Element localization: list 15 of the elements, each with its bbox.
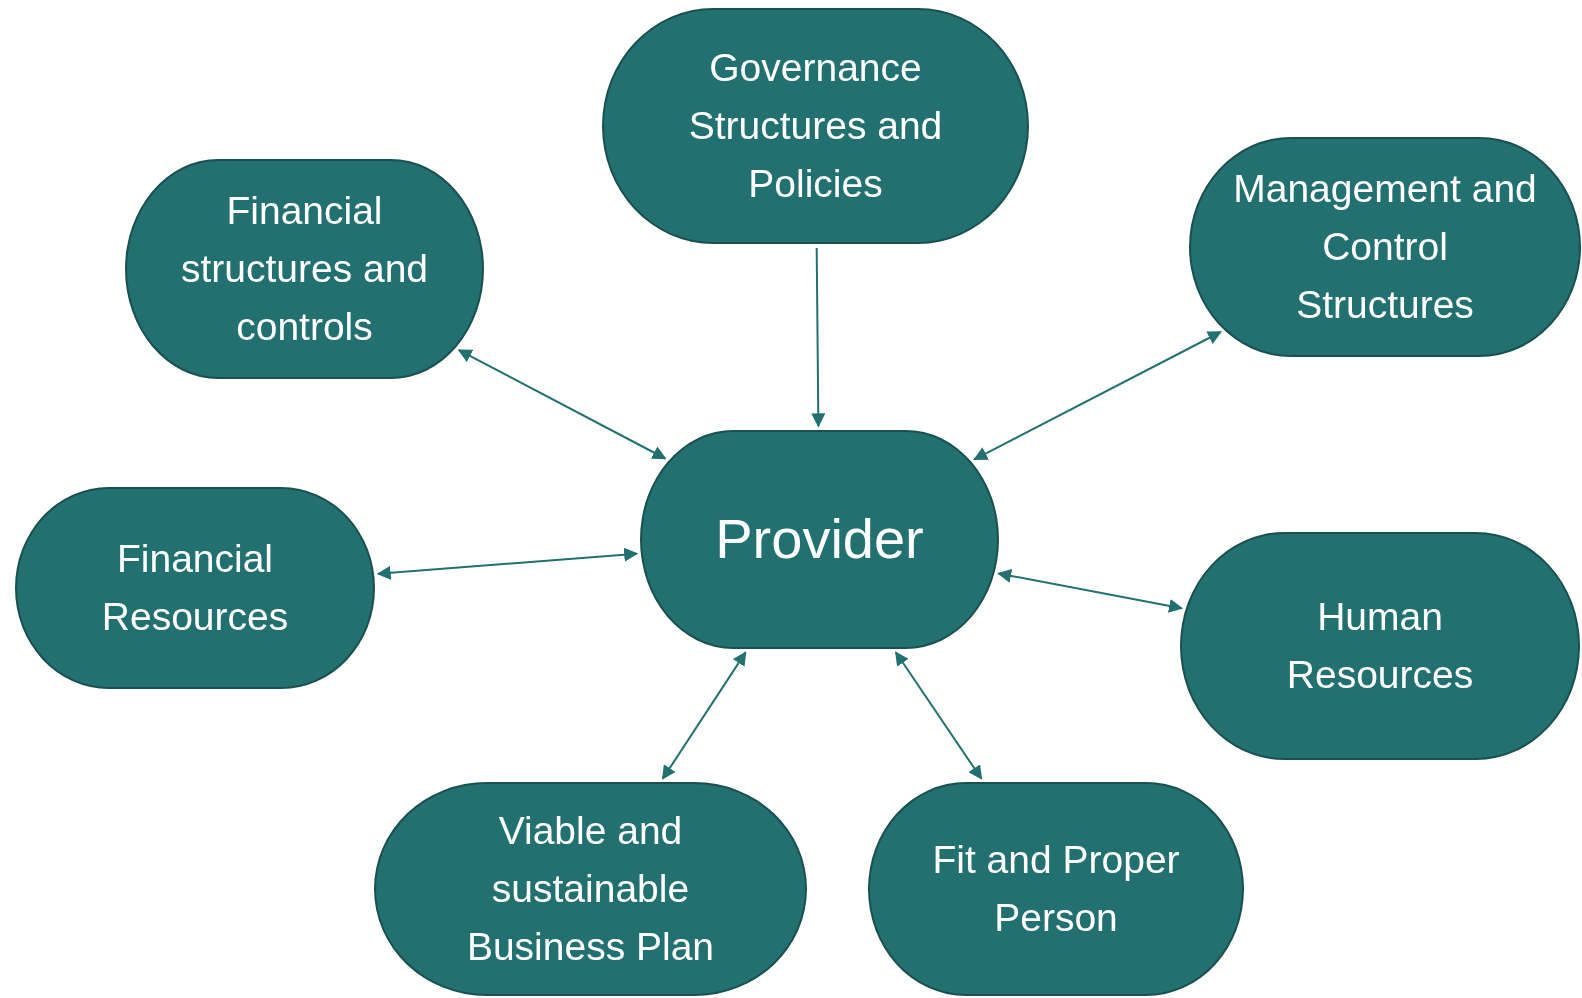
arrow: [376, 547, 639, 580]
arrow: [894, 651, 983, 780]
node-label: Financial structures and controls: [179, 188, 430, 350]
node-label: Financial Resources: [100, 536, 290, 640]
arrow: [973, 331, 1222, 461]
node-label: Provider: [714, 506, 925, 573]
rounded-box: [1189, 137, 1581, 357]
node-label: Management and Control Structures: [1232, 166, 1538, 328]
node-label: Fit and Proper Person: [931, 837, 1181, 941]
arrow: [457, 349, 667, 460]
node-label: Governance Structures and Policies: [687, 45, 944, 207]
node-label: Viable and sustainable Business Plan: [465, 808, 716, 970]
arrow: [661, 651, 747, 780]
arrow: [811, 247, 826, 428]
node-label: Human Resources: [1285, 594, 1475, 698]
